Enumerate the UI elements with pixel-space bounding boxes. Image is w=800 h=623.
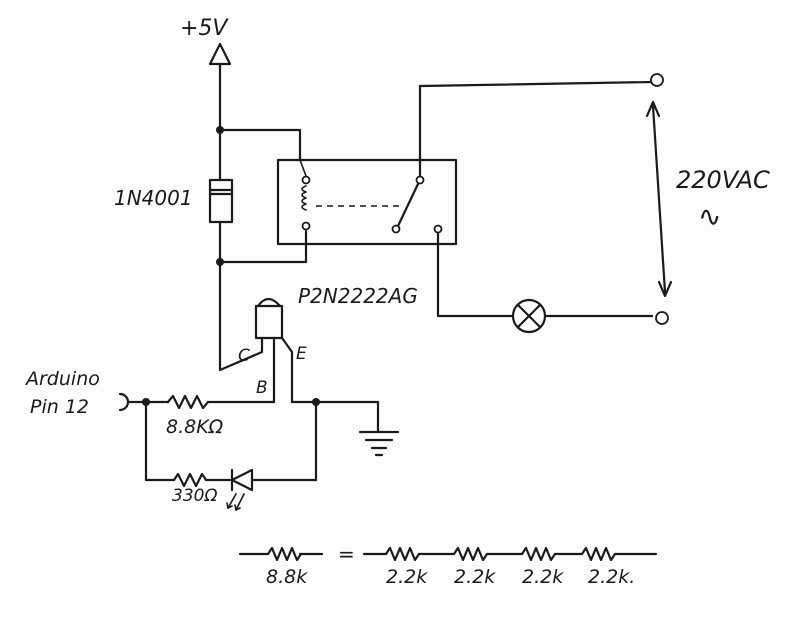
coil-return-wire (218, 230, 308, 264)
led-symbol (226, 468, 254, 511)
equivalence-part-3: 2.2k (522, 566, 564, 588)
transistor-label: P2N2222AG (298, 284, 418, 308)
emitter-label: E (296, 344, 307, 364)
supply-wire (218, 128, 302, 182)
equivalence-resistors (238, 546, 658, 562)
supply-arrow-symbol (208, 42, 232, 132)
equivalence-left-label: 8.8k (266, 566, 308, 588)
junction-dot-input (142, 398, 150, 406)
equivalence-part-2: 2.2k (454, 566, 496, 588)
resistor-main-label: 8.8KΩ (166, 416, 224, 438)
ac-terminal-top (650, 73, 664, 87)
ac-voltage-arrow (645, 100, 673, 298)
input-label-line2: Pin 12 (30, 396, 89, 418)
equivalence-part-1: 2.2k (386, 566, 428, 588)
equivalence-part-4: 2.2k. (588, 566, 636, 588)
diode-1n4001-symbol (208, 178, 234, 264)
collector-label: C (238, 346, 250, 366)
base-label: B (256, 378, 268, 398)
ac-load-wiring (418, 80, 654, 318)
junction-dot-emitter (312, 398, 320, 406)
relay-symbol (276, 84, 458, 246)
supply-label: +5V (180, 16, 228, 41)
resistor-led-label: 330Ω (172, 486, 218, 506)
equals-sign: = (338, 542, 355, 566)
diode-label: 1N4001 (114, 186, 193, 210)
input-label-line1: Arduino (26, 368, 100, 390)
ac-symbol: ∿ (698, 200, 722, 233)
input-wiring (118, 392, 380, 488)
ac-voltage-label: 220VAC (676, 166, 770, 194)
ac-terminal-bottom (655, 311, 669, 325)
ground-symbol (358, 430, 400, 457)
transistor-symbol (218, 260, 294, 404)
lamp-symbol (511, 298, 547, 334)
